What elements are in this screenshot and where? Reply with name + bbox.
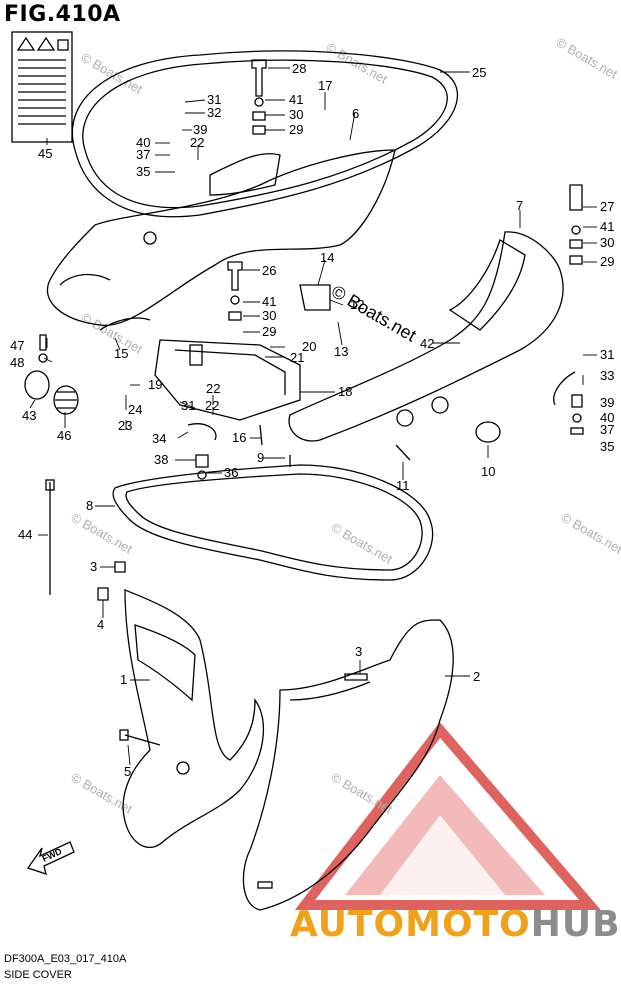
leader-lines — [30, 68, 597, 765]
callout-labels: 25 28 17 6 45 31 32 39 40 37 22 35 41 30… — [10, 61, 614, 779]
fwd-arrow: FWD — [28, 842, 74, 874]
callout: 23 — [118, 418, 132, 433]
callout: 26 — [262, 263, 276, 278]
callout: 19 — [148, 377, 162, 392]
callout: 44 — [18, 527, 32, 542]
callout: 8 — [86, 498, 93, 513]
callout: 12 — [350, 297, 364, 312]
callout: 2 — [473, 669, 480, 684]
callout: 15 — [114, 346, 128, 361]
callout: 6 — [352, 106, 359, 121]
callout: 41 — [262, 294, 276, 309]
footer-code: DF300A_E03_017_410A — [4, 953, 126, 965]
callout: 17 — [318, 78, 332, 93]
callout: 34 — [152, 431, 166, 446]
callout: 21 — [290, 350, 304, 365]
callout: 29 — [262, 324, 276, 339]
callout: 41 — [289, 92, 303, 107]
bracket-18 — [155, 340, 300, 420]
callout: 5 — [124, 764, 131, 779]
callout: 36 — [224, 465, 238, 480]
callout: 35 — [136, 164, 150, 179]
callout: 22 — [190, 135, 204, 150]
callout: 31 — [600, 347, 614, 362]
brand-logo: AUTOMOTOHUB — [290, 904, 621, 945]
callout: 48 — [10, 355, 24, 370]
callout: 7 — [516, 198, 523, 213]
callout: 46 — [57, 428, 71, 443]
callout: 41 — [600, 219, 614, 234]
callout: 22 — [205, 398, 219, 413]
callout: 30 — [600, 235, 614, 250]
callout: 16 — [232, 430, 246, 445]
callout: 13 — [334, 344, 348, 359]
callout: 30 — [289, 107, 303, 122]
callout: 27 — [600, 199, 614, 214]
callout: 11 — [396, 478, 410, 493]
watermark-center: © Boats.net — [328, 281, 420, 345]
watermark-5: © Boats.net — [69, 510, 136, 557]
callout: 32 — [207, 105, 221, 120]
callout: 22 — [206, 381, 220, 396]
callout: 45 — [38, 146, 52, 161]
callout: 38 — [154, 452, 168, 467]
callout: 1 — [120, 672, 127, 687]
watermark-2: © Boats.net — [554, 35, 621, 82]
callout: 10 — [481, 464, 495, 479]
brand-part2: HUB — [531, 904, 621, 945]
callout: 39 — [600, 395, 614, 410]
callout: 35 — [600, 439, 614, 454]
callout: 3 — [355, 644, 362, 659]
callout: 37 — [600, 422, 614, 437]
callout: 33 — [600, 368, 614, 383]
watermark-6: © Boats.net — [329, 520, 396, 567]
callout: 14 — [320, 250, 334, 265]
part-drawings — [12, 32, 583, 910]
callout: 43 — [22, 408, 36, 423]
callout: 29 — [600, 254, 614, 269]
callout: 37 — [136, 147, 150, 162]
figure-title: FIG.410A — [4, 2, 121, 27]
callout: 25 — [472, 65, 486, 80]
brand-part1: AUTOMOTO — [290, 904, 531, 945]
callout: 3 — [90, 559, 97, 574]
callout: 47 — [10, 338, 24, 353]
callout: 31 — [181, 398, 195, 413]
watermark-7: © Boats.net — [559, 510, 621, 557]
callout: 42 — [420, 336, 434, 351]
callout: 9 — [257, 450, 264, 465]
watermarks: © Boats.net © Boats.net © Boats.net © Bo… — [69, 35, 621, 817]
callout: 28 — [292, 61, 306, 76]
callout: 24 — [128, 402, 142, 417]
brand-triangle — [305, 730, 590, 905]
warning-label-part — [12, 32, 72, 142]
footer-name: SIDE COVER — [4, 969, 72, 981]
callout: 4 — [97, 617, 104, 632]
callout: 29 — [289, 122, 303, 137]
callout: 18 — [338, 384, 352, 399]
callout: 30 — [262, 308, 276, 323]
